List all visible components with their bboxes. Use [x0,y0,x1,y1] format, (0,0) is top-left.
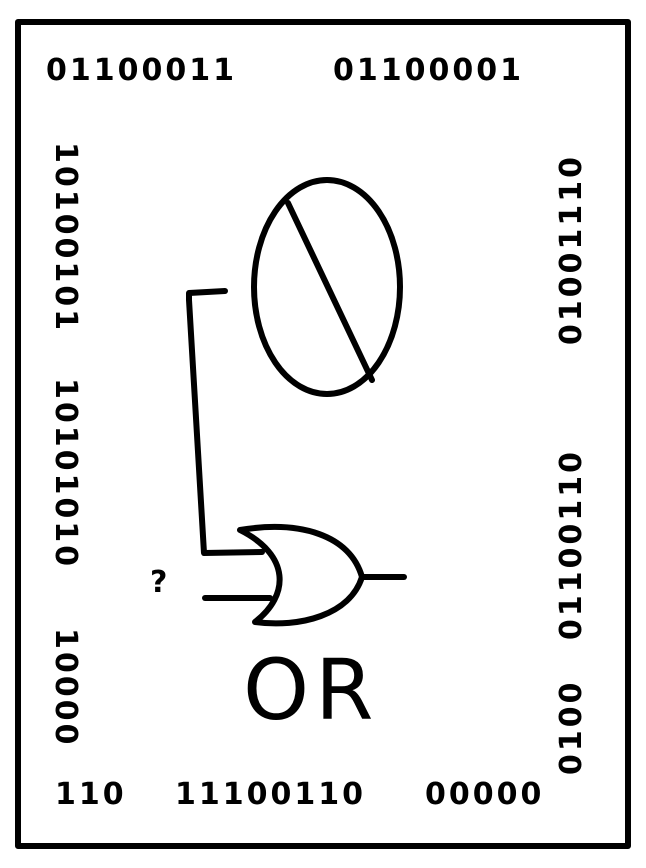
slashed-zero-icon [251,177,403,397]
wire-from-zero [186,288,265,556]
unknown-input-label: ? [150,565,168,600]
zero-slash [285,200,375,383]
bottom-binary-1: 110 [55,777,127,812]
or-gate-icon [237,524,365,627]
card-frame [15,19,631,849]
gate-label: OR [243,641,380,739]
top-left-binary: 01100011 [46,53,237,88]
top-right-binary: 01100001 [333,53,524,88]
bottom-binary-3: 00000 [425,777,545,812]
bottom-binary-2: 11100110 [175,777,366,812]
